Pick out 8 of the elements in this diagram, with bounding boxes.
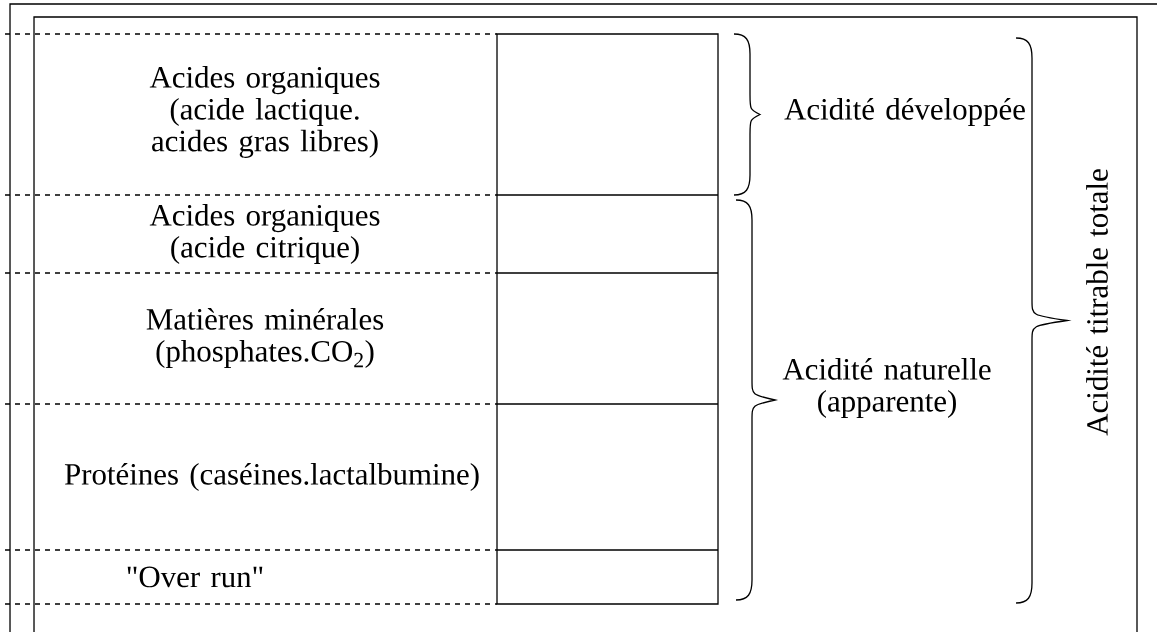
text-label: Acides organiques (acide lactique. acides gras libres) [149,66,380,158]
text-label: Protéines (caséines.lactalbumine) [64,462,479,491]
text-label: Acidité développée [784,97,1025,126]
text-label: Acides organiques (acide citrique) [149,204,380,264]
text-label: Acidité titrable totale [1086,169,1108,436]
text-label: Acidité naturelle (apparente) [782,358,991,418]
text-label: Matières minérales (phosphates.CO$_{2}$) [146,308,384,368]
text-label: "Over run" [127,566,263,588]
